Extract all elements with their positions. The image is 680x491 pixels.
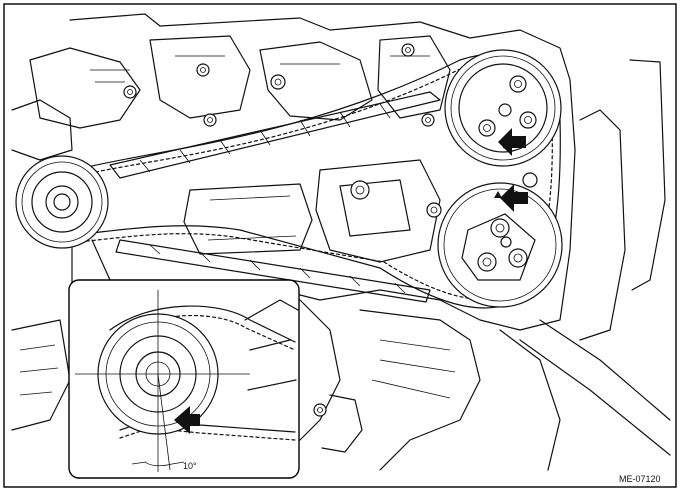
figure-border — [3, 3, 677, 488]
angle-arc — [144, 461, 173, 467]
angle-line — [157, 373, 171, 471]
engine-block — [11, 13, 671, 471]
timing-mark-triangle-lower — [494, 191, 502, 198]
figure-code: ME-07120 — [619, 474, 661, 484]
camshaft-sprocket-intake — [444, 49, 562, 167]
timing-mark-arrow-detail — [174, 406, 200, 434]
timing-marks — [494, 128, 528, 212]
camshaft-sprocket-exhaust — [437, 172, 563, 308]
angle-label: 10° — [183, 461, 197, 471]
timing-chain — [74, 53, 561, 309]
crankshaft-sprocket — [15, 155, 109, 249]
detail-inset — [68, 279, 300, 479]
timing-mark-arrow-middle — [500, 184, 528, 212]
timing-mark-arrow-upper — [498, 128, 526, 156]
